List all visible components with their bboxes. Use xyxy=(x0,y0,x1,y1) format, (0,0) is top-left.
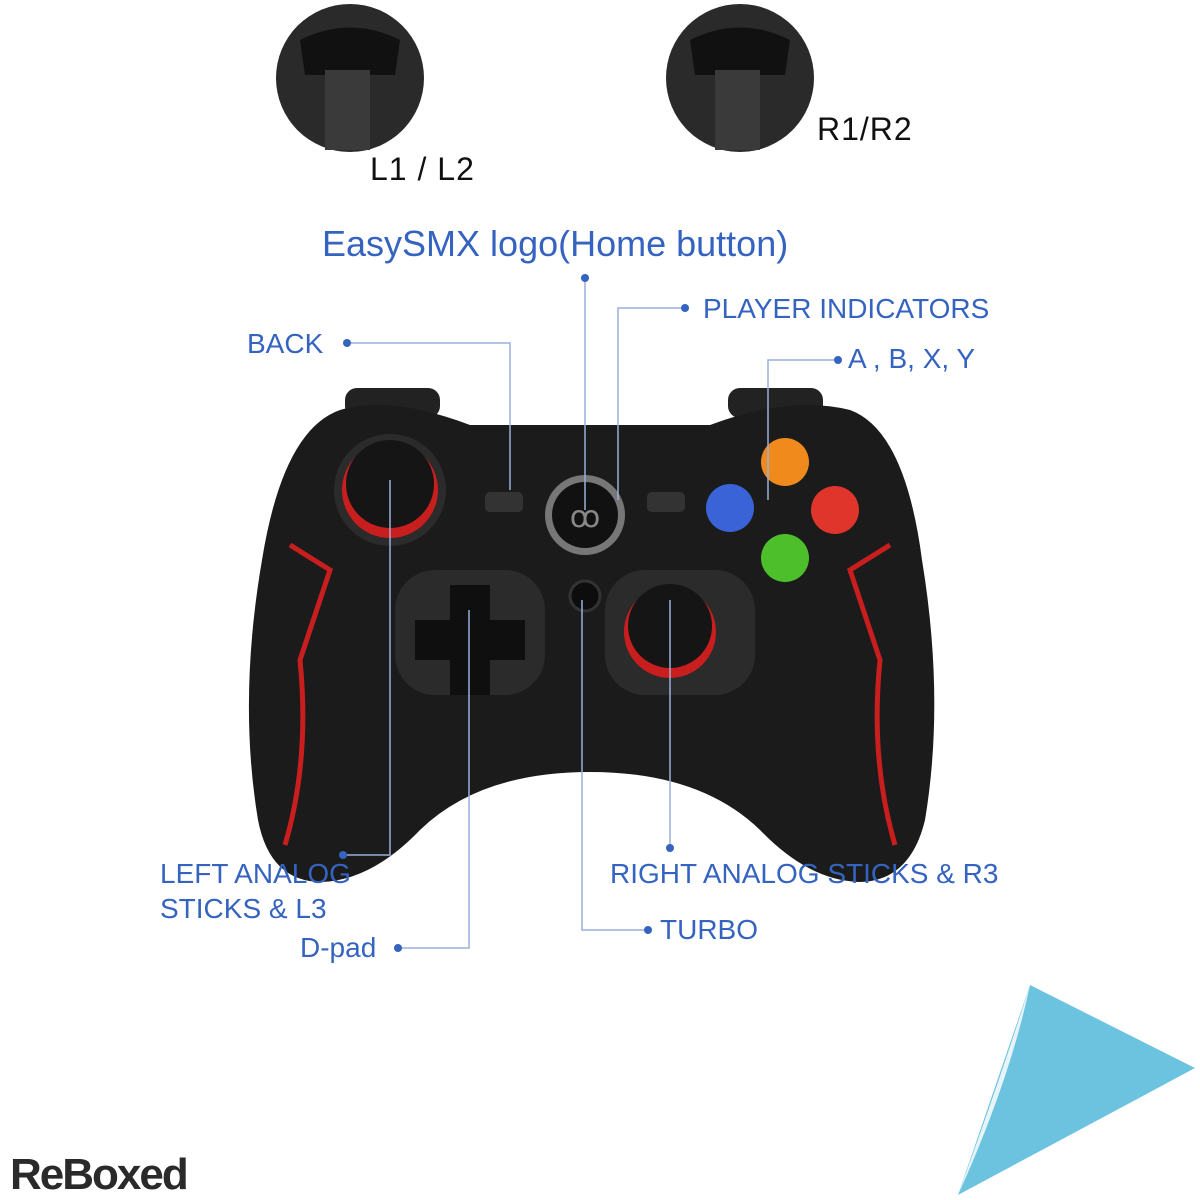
right-red-accent xyxy=(847,542,898,846)
b-button xyxy=(811,486,859,534)
home-button xyxy=(552,482,618,548)
home-button-title: EasySMX logo(Home button) xyxy=(322,223,789,264)
leader-dots xyxy=(339,274,842,952)
x-button xyxy=(706,484,754,532)
start-button xyxy=(647,492,685,512)
left-trigger-closeup xyxy=(276,4,424,152)
a-button xyxy=(761,534,809,582)
leader-lines xyxy=(343,278,838,949)
y-button xyxy=(761,438,809,486)
turbo-label: TURBO xyxy=(660,914,758,945)
r1-r2-label: R1/R2 xyxy=(817,111,913,147)
turbo-button xyxy=(568,579,602,613)
dpad xyxy=(395,570,545,695)
back-label: BACK xyxy=(247,328,324,359)
reboxed-logo: ReBoxed xyxy=(10,1150,189,1199)
dpad-label: D-pad xyxy=(300,932,377,963)
left-analog-label-2: STICKS & L3 xyxy=(160,893,327,924)
right-analog-stick xyxy=(605,570,755,695)
right-analog-label: RIGHT ANALOG STICKS & R3 xyxy=(610,858,999,889)
abxy-label: A , B, X, Y xyxy=(848,343,976,374)
back-button xyxy=(485,492,523,512)
player-indicators-label: PLAYER INDICATORS xyxy=(703,293,990,324)
page-curl-decoration xyxy=(958,985,1195,1195)
left-red-accent xyxy=(282,542,333,846)
left-analog-label-1: LEFT ANALOG xyxy=(160,858,351,889)
l1-l2-label: L1 / L2 xyxy=(370,151,475,187)
right-trigger-closeup xyxy=(666,4,814,152)
